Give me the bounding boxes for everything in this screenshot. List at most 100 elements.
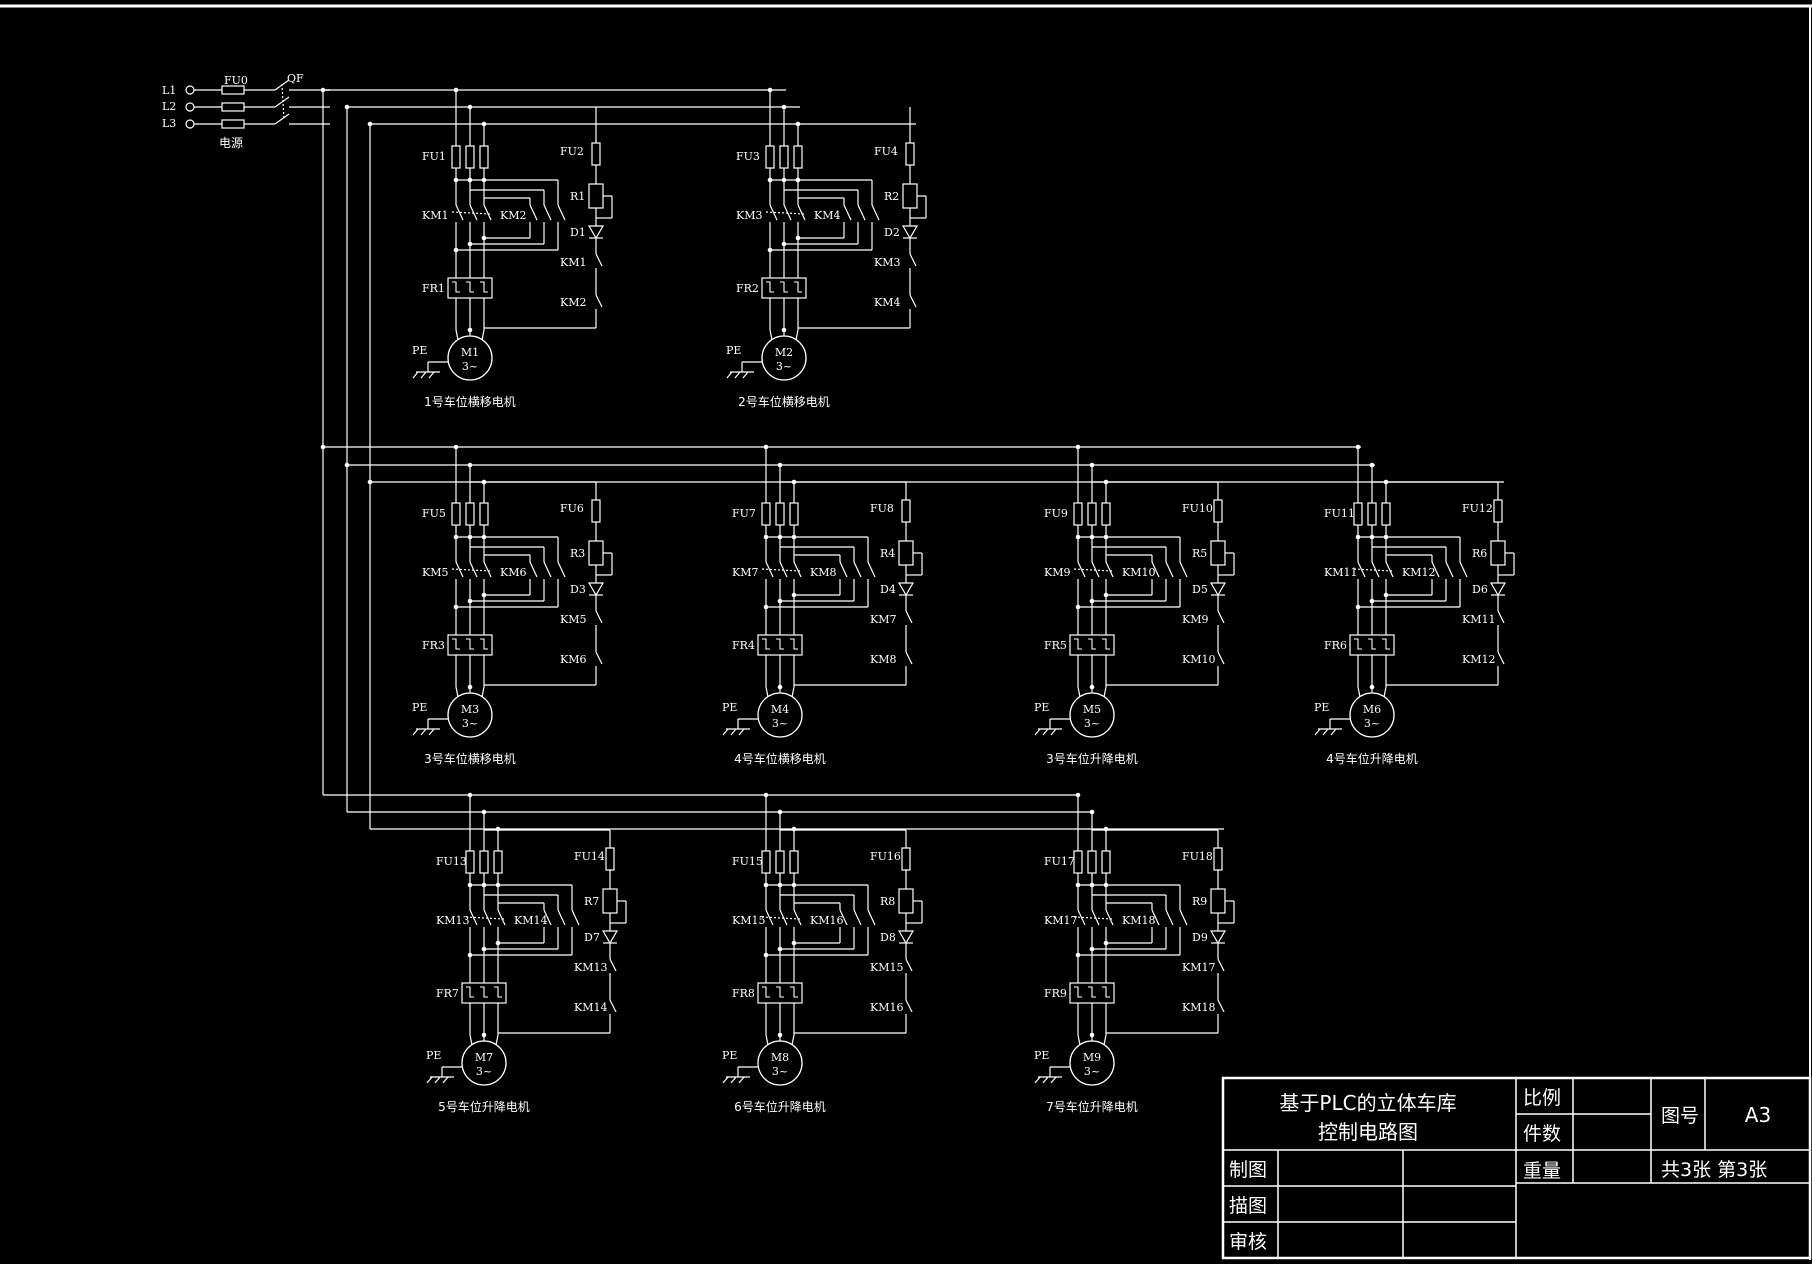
junction-dot bbox=[481, 946, 487, 952]
junction-dot bbox=[1103, 592, 1109, 598]
wire bbox=[765, 211, 805, 215]
wire bbox=[451, 568, 491, 572]
control-fuse-element bbox=[1213, 847, 1223, 871]
earth-hatch bbox=[722, 728, 729, 736]
junction-dot bbox=[1089, 462, 1095, 468]
contactor-contact bbox=[469, 204, 478, 221]
contactor-contact bbox=[765, 561, 774, 578]
traced-label: 描图 bbox=[1229, 1195, 1267, 1217]
contactor-contact bbox=[1357, 561, 1366, 578]
main-fuse-element bbox=[451, 502, 461, 526]
interlock-b-label: KM8 bbox=[870, 653, 896, 666]
pe-label: PE bbox=[726, 344, 741, 357]
interlock-a-label: KM13 bbox=[574, 961, 607, 974]
relay-label: FR5 bbox=[1044, 639, 1067, 652]
scale-label: 比例 bbox=[1523, 1087, 1561, 1109]
motor-label: M5 bbox=[1083, 703, 1101, 716]
wire bbox=[761, 916, 801, 920]
diode bbox=[587, 582, 605, 597]
diode-label: D3 bbox=[570, 583, 586, 596]
interlock-a-label: KM17 bbox=[1182, 961, 1215, 974]
motor-symbol bbox=[447, 692, 493, 738]
junction-dot bbox=[467, 462, 473, 468]
control-fuse-label: FU18 bbox=[1182, 850, 1213, 863]
motor-caption: 3号车位升降电机 bbox=[1046, 751, 1138, 766]
motor-phase-symbol: 3~ bbox=[1364, 717, 1380, 730]
pe-label: PE bbox=[1034, 701, 1049, 714]
resistor-label: R5 bbox=[1192, 547, 1207, 560]
interlock-contact bbox=[905, 610, 913, 624]
breaker-label-qf: QF bbox=[287, 72, 304, 85]
junction-dot bbox=[763, 604, 769, 610]
resistor bbox=[898, 540, 914, 566]
relay-heater bbox=[1102, 638, 1110, 650]
motor-caption: 2号车位横移电机 bbox=[738, 394, 830, 409]
relay-heater bbox=[790, 638, 798, 650]
main-fuse-element bbox=[479, 502, 489, 526]
motor-label: M7 bbox=[475, 1051, 493, 1064]
contactor-b-label: KM8 bbox=[810, 566, 836, 579]
relay-heater bbox=[466, 281, 474, 293]
wire bbox=[495, 1034, 499, 1046]
resistor-label: R7 bbox=[584, 895, 599, 908]
main-fuse-element bbox=[789, 502, 799, 526]
motor-caption: 3号车位横移电机 bbox=[424, 751, 516, 766]
phase-label-l3: L3 bbox=[162, 117, 176, 130]
title-line1: 基于PLC的立体车库 bbox=[1279, 1091, 1456, 1115]
pe-label: PE bbox=[1034, 1049, 1049, 1062]
contactor-contact bbox=[1385, 561, 1394, 578]
junction-dot bbox=[481, 809, 487, 815]
relay-label: FR6 bbox=[1324, 639, 1347, 652]
diode-label: D6 bbox=[1472, 583, 1488, 596]
junction-dot bbox=[495, 826, 501, 832]
junction-dot bbox=[777, 684, 783, 690]
motor-phase-symbol: 3~ bbox=[476, 1065, 492, 1078]
main-fuse-element bbox=[465, 502, 475, 526]
contactor-contact bbox=[483, 561, 492, 578]
wire bbox=[481, 686, 485, 698]
main-fuse-label: FU11 bbox=[1324, 507, 1355, 520]
motor-symbol bbox=[761, 335, 807, 381]
earth-hatch bbox=[738, 1076, 745, 1084]
motor-label: M4 bbox=[771, 703, 789, 716]
control-fuse-element bbox=[591, 499, 601, 523]
main-fuse-label: FU7 bbox=[732, 507, 756, 520]
contactor-contact bbox=[867, 909, 876, 926]
contactor-contact bbox=[1371, 561, 1380, 578]
earth-hatch bbox=[1042, 728, 1049, 736]
resistor-label: R2 bbox=[884, 190, 899, 203]
interlock-contact bbox=[609, 999, 617, 1013]
drawing-no-label: 图号 bbox=[1661, 1105, 1699, 1127]
control-fuse-element bbox=[1213, 499, 1223, 523]
contactor-contact bbox=[839, 909, 848, 926]
interlock-a-label: KM1 bbox=[560, 256, 586, 269]
contactor-b-label: KM6 bbox=[500, 566, 526, 579]
main-fuse-element bbox=[1101, 850, 1111, 874]
main-fuse-element bbox=[1367, 502, 1377, 526]
contactor-contact bbox=[1459, 561, 1468, 578]
interlock-b-label: KM4 bbox=[874, 296, 900, 309]
resistor-label: R4 bbox=[880, 547, 895, 560]
fuse-fu0-l2 bbox=[221, 102, 245, 112]
diode-label: D5 bbox=[1192, 583, 1208, 596]
earth-hatch bbox=[1034, 728, 1041, 736]
relay-heater bbox=[794, 281, 802, 293]
contactor-contact bbox=[529, 204, 538, 221]
earth-hatch bbox=[738, 728, 745, 736]
diode-label: D1 bbox=[570, 226, 586, 239]
earth-hatch bbox=[734, 371, 741, 379]
interlock-contact bbox=[1217, 999, 1225, 1013]
junction-dot bbox=[1089, 946, 1095, 952]
main-fuse-element bbox=[761, 502, 771, 526]
contactor-contact bbox=[455, 204, 464, 221]
control-fuse-label: FU4 bbox=[874, 145, 898, 158]
junction-dot bbox=[777, 598, 783, 604]
wire bbox=[791, 1034, 795, 1046]
contactor-contact bbox=[783, 204, 792, 221]
junction-dot bbox=[1089, 1032, 1095, 1038]
resistor bbox=[1210, 888, 1226, 914]
fuse-fu0-l1 bbox=[221, 85, 245, 95]
relay-heater bbox=[762, 986, 770, 998]
